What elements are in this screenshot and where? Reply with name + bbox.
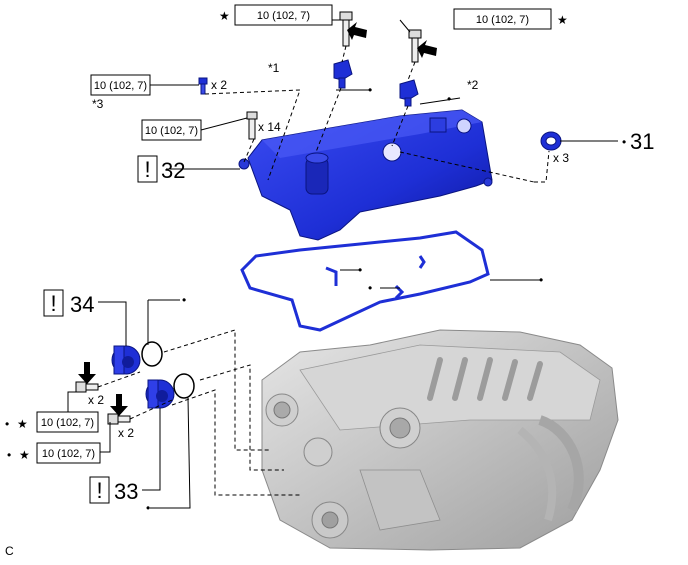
cylinder-head-cover-gasket xyxy=(240,230,490,332)
quantity-label: x 2 xyxy=(88,393,104,407)
camshaft-timing-unit-34 xyxy=(111,345,141,375)
star-icon: ★ xyxy=(19,448,30,462)
stud-x2 xyxy=(198,77,208,95)
warning-icon: ! xyxy=(144,157,150,182)
torque-value: 10 (102, 7) xyxy=(257,10,310,22)
non-reusable-dots: • • • • • • • • • • xyxy=(5,83,626,515)
dot-icon: • xyxy=(7,448,11,462)
arrow-icon xyxy=(78,362,96,384)
arrow-icon xyxy=(347,22,367,40)
camshaft-timing-unit-33 xyxy=(145,379,175,409)
part-callout-32: ! 32 xyxy=(137,155,185,183)
star-icon: ★ xyxy=(17,417,28,431)
dot-icon: • xyxy=(368,281,372,295)
quantity-label: x 14 xyxy=(258,120,281,134)
torque-box: 10 (102, 7) xyxy=(36,442,101,464)
torque-value: 10 (102, 7) xyxy=(41,417,94,429)
part-callout-31: 31 xyxy=(630,129,654,154)
quantity-label: x 2 xyxy=(211,78,227,92)
torque-box: 10 (102, 7) xyxy=(453,8,552,30)
torque-value: 10 (102, 7) xyxy=(94,80,147,92)
dot-icon: • xyxy=(539,273,543,287)
engine-assembly xyxy=(261,329,619,551)
corner-code: C xyxy=(5,544,14,558)
sensor-1 xyxy=(333,59,353,89)
quantity-label: x 2 xyxy=(118,426,134,440)
bolt-top-right xyxy=(408,29,422,63)
arrow-icons xyxy=(78,22,437,416)
torque-value: 10 (102, 7) xyxy=(476,14,529,26)
quantity-label: x 3 xyxy=(553,151,569,165)
dot-icon: • xyxy=(5,417,9,431)
torque-value: 10 (102, 7) xyxy=(42,448,95,460)
dot-icon: • xyxy=(146,501,150,515)
reference-label-2: *2 xyxy=(467,78,479,92)
plug-tube-gaskets xyxy=(325,255,426,300)
warning-icon: ! xyxy=(50,291,56,316)
part-number: 31 xyxy=(630,129,654,154)
cylinder-head-cover xyxy=(238,109,493,241)
star-icon: ★ xyxy=(557,13,568,27)
arrow-icon xyxy=(417,40,437,58)
star-icon: ★ xyxy=(219,9,230,23)
warning-icon: ! xyxy=(96,478,102,503)
gasket-31 xyxy=(540,131,562,151)
torque-box: 10 (102, 7) xyxy=(234,4,333,26)
dot-icon: • xyxy=(358,263,362,277)
part-number: 33 xyxy=(114,479,138,504)
dot-icon: • xyxy=(622,135,626,149)
reference-label-3: *3 xyxy=(92,97,104,111)
torque-box: 10 (102, 7) xyxy=(141,119,202,141)
dot-icon: • xyxy=(447,92,451,106)
torque-box: 10 (102, 7) xyxy=(36,411,99,433)
dashed-lines xyxy=(97,45,550,496)
part-number: 34 xyxy=(70,292,94,317)
torque-value: 10 (102, 7) xyxy=(145,125,198,137)
torque-box: 10 (102, 7) xyxy=(90,74,151,96)
part-callout-34: ! 34 xyxy=(43,289,94,317)
part-callout-33: ! 33 xyxy=(89,476,138,504)
o-rings xyxy=(141,341,195,399)
dot-icon: • xyxy=(182,293,186,307)
part-number: 32 xyxy=(161,158,185,183)
bolt-x14 xyxy=(246,111,258,140)
sensor-2 xyxy=(399,79,419,107)
leader-lines xyxy=(67,19,618,509)
arrow-icon xyxy=(110,394,128,416)
dot-icon: • xyxy=(368,83,372,97)
reference-label-1: *1 xyxy=(268,61,280,75)
